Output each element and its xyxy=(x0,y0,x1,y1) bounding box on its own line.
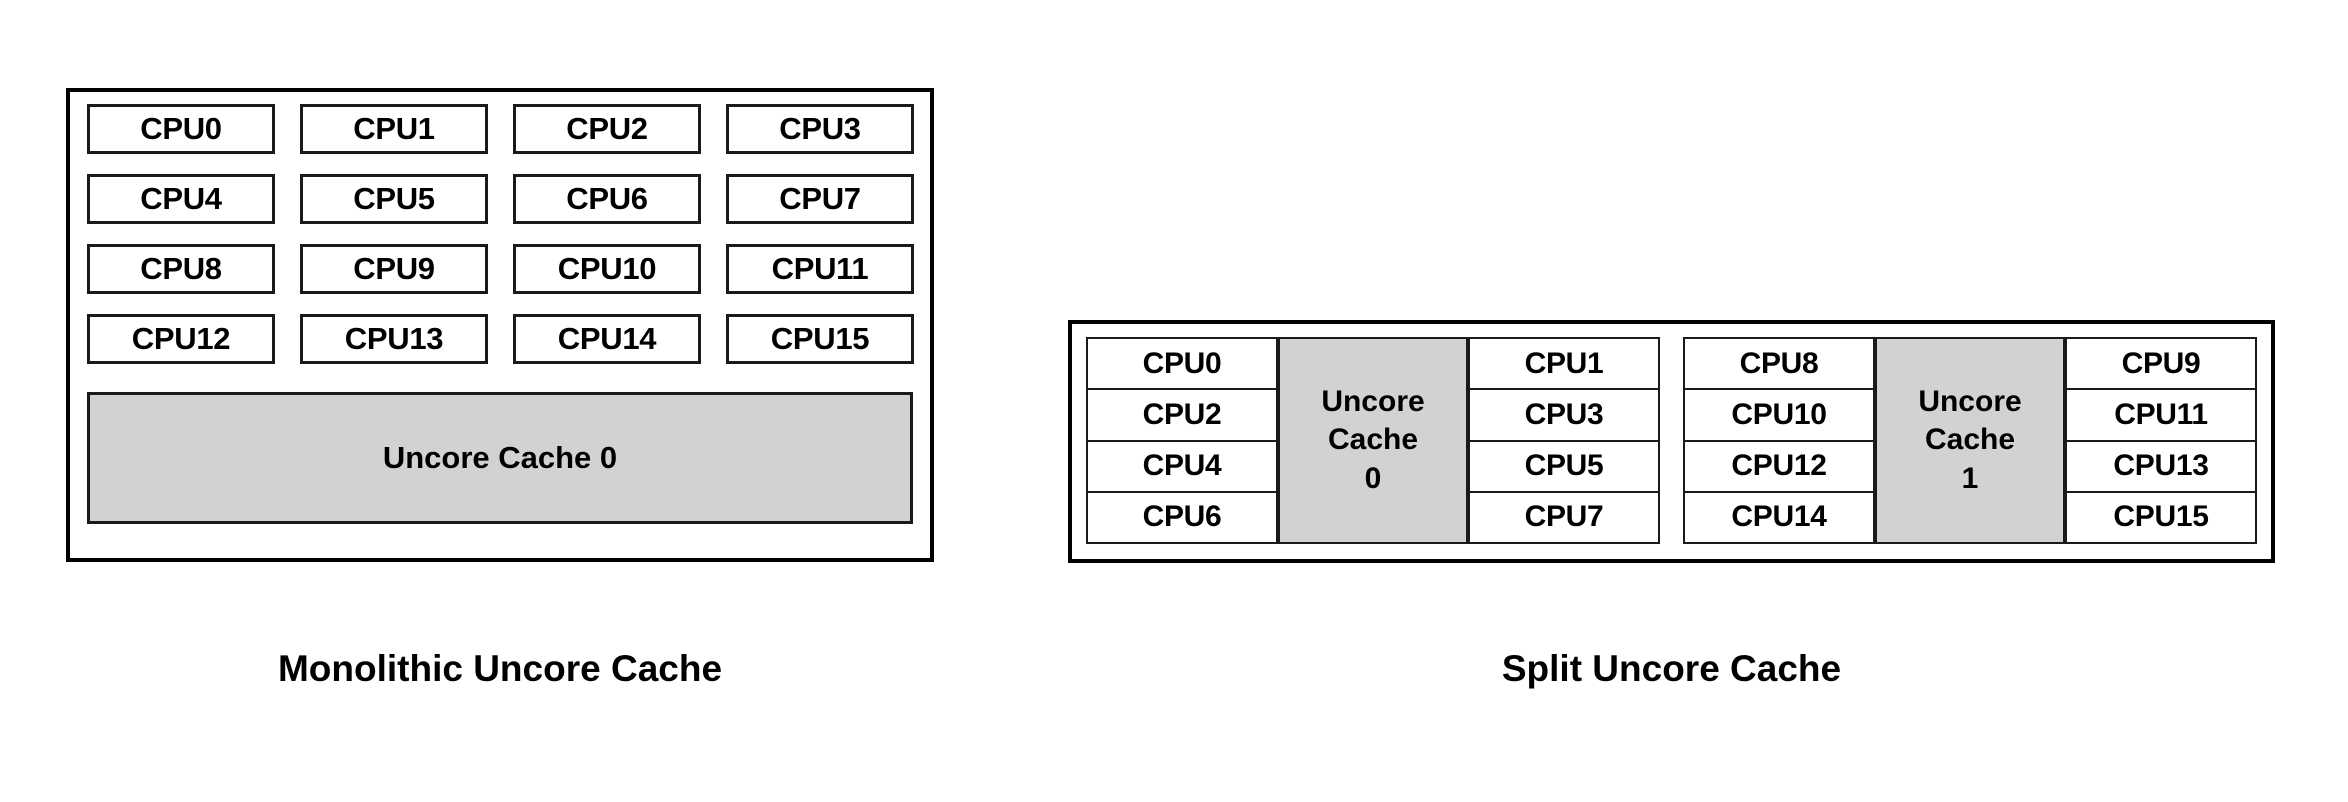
cpu-box: CPU15 xyxy=(2065,490,2257,544)
cpu-box: CPU7 xyxy=(726,174,914,224)
cpu-box: CPU14 xyxy=(1683,490,1875,544)
cpu-box: CPU8 xyxy=(87,244,275,294)
cache-label-line1: Uncore xyxy=(1321,384,1425,418)
split-uncore-cache-figure: CPU0 CPU2 CPU4 CPU6 Uncore Cache 0 CPU1 … xyxy=(1068,320,2275,563)
split-groups-container: CPU0 CPU2 CPU4 CPU6 Uncore Cache 0 CPU1 … xyxy=(1086,337,2257,544)
split-caption: Split Uncore Cache xyxy=(1501,648,1842,689)
cpu-box: CPU6 xyxy=(513,174,701,224)
cpu-box: CPU11 xyxy=(2065,388,2257,442)
split-group: CPU0 CPU2 CPU4 CPU6 Uncore Cache 0 CPU1 … xyxy=(1086,337,1660,544)
cpu-box: CPU12 xyxy=(1683,439,1875,493)
cache-label-line2: Cache xyxy=(1327,423,1419,457)
uncore-cache-block: Uncore Cache 1 xyxy=(1875,337,2065,544)
split-right-cpu-column: CPU1 CPU3 CPU5 CPU7 xyxy=(1468,337,1660,544)
split-right-cpu-column: CPU9 CPU11 CPU13 CPU15 xyxy=(2065,337,2257,544)
cpu-box: CPU4 xyxy=(87,174,275,224)
cache-label-line1: Uncore xyxy=(1918,384,2022,418)
cpu-box: CPU7 xyxy=(1468,490,1660,544)
uncore-cache-block: Uncore Cache 0 xyxy=(87,392,913,524)
cache-label-line3: 1 xyxy=(1961,461,1979,495)
cpu-box: CPU5 xyxy=(300,174,488,224)
cpu-box: CPU2 xyxy=(1086,388,1278,442)
cpu-box: CPU2 xyxy=(513,104,701,154)
uncore-cache-block: Uncore Cache 0 xyxy=(1278,337,1468,544)
cpu-box: CPU13 xyxy=(2065,439,2257,493)
cpu-box: CPU12 xyxy=(87,314,275,364)
cache-label-line2: Cache xyxy=(1924,423,2016,457)
cpu-box: CPU9 xyxy=(2065,337,2257,391)
cpu-box: CPU15 xyxy=(726,314,914,364)
split-left-cpu-column: CPU8 CPU10 CPU12 CPU14 xyxy=(1683,337,1875,544)
split-left-cpu-column: CPU0 CPU2 CPU4 CPU6 xyxy=(1086,337,1278,544)
cpu-box: CPU1 xyxy=(1468,337,1660,391)
cpu-box: CPU13 xyxy=(300,314,488,364)
cpu-box: CPU9 xyxy=(300,244,488,294)
cache-label-line3: 0 xyxy=(1364,461,1382,495)
cpu-box: CPU3 xyxy=(1468,388,1660,442)
cpu-box: CPU3 xyxy=(726,104,914,154)
cpu-box: CPU0 xyxy=(1086,337,1278,391)
cpu-box: CPU11 xyxy=(726,244,914,294)
monolithic-uncore-cache-figure: CPU0 CPU1 CPU2 CPU3 CPU4 CPU5 CPU6 CPU7 … xyxy=(66,88,934,562)
cpu-box: CPU5 xyxy=(1468,439,1660,493)
cpu-box: CPU1 xyxy=(300,104,488,154)
cpu-box: CPU8 xyxy=(1683,337,1875,391)
monolithic-caption: Monolithic Uncore Cache xyxy=(277,648,723,689)
cpu-box: CPU14 xyxy=(513,314,701,364)
monolithic-cpu-grid: CPU0 CPU1 CPU2 CPU3 CPU4 CPU5 CPU6 CPU7 … xyxy=(87,104,914,544)
split-group: CPU8 CPU10 CPU12 CPU14 Uncore Cache 1 CP… xyxy=(1683,337,2257,544)
cpu-box: CPU10 xyxy=(513,244,701,294)
cpu-box: CPU4 xyxy=(1086,439,1278,493)
cpu-box: CPU10 xyxy=(1683,388,1875,442)
cpu-box: CPU6 xyxy=(1086,490,1278,544)
cpu-box: CPU0 xyxy=(87,104,275,154)
